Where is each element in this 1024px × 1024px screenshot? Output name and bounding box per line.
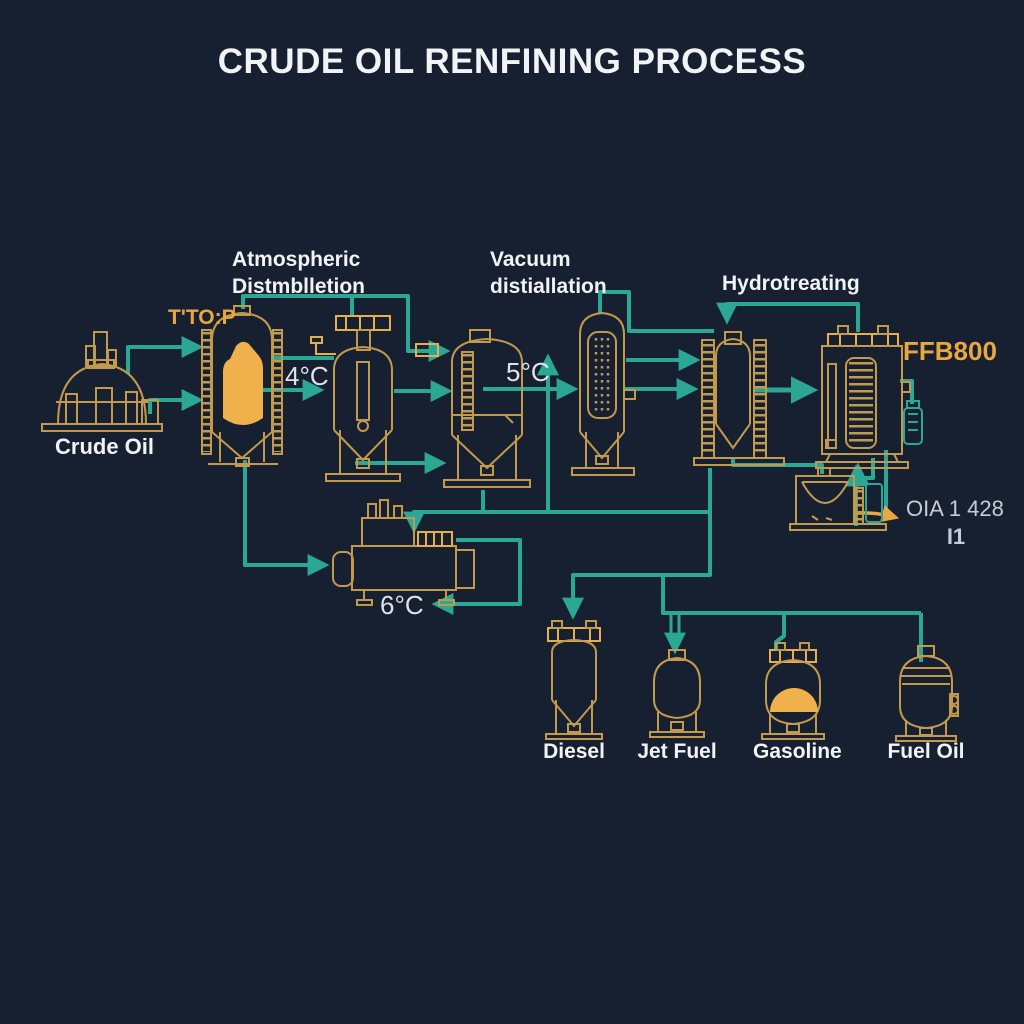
vacuum-column-icon [571,311,636,476]
unit-code-label: FFB800 [903,336,997,366]
heat-exchanger-icon [332,499,475,606]
crude-oil-label: Crude Oil [55,434,155,459]
pipe-exchanger-6c-return [431,538,522,615]
jet-fuel-label: Jet Fuel [637,740,717,763]
pipe-product-manifold [661,575,921,615]
feed-code-label: T'TO:P [168,306,236,329]
vacuum-distillation-label-line2: distiallation [490,275,607,298]
hydrotreating-label: Hydrotreating [722,272,860,295]
fractionator-column-icon [415,329,531,488]
hydrotreater-icon [693,331,785,466]
temp-exchanger-label: 6°C [380,590,424,620]
temp-vacuum-label: 5°C [506,357,550,387]
vacuum-distillation-label: Vacuum distiallation [490,246,607,300]
fuel-oil-label: Fuel Oil [887,740,965,763]
jet-fuel-tank-icon [649,649,705,738]
crude-oil-furnace-icon [41,331,163,432]
reactor-icon [815,325,911,469]
pipe-crude-to-atmospheric-top [126,336,204,374]
output-code-label: OIA 1 428 [906,496,1004,521]
atmospheric-column-icon [201,305,283,467]
pipe-to-diesel [562,512,712,620]
output-code-label2: I1 [946,524,966,549]
stripper-column-icon [310,315,401,482]
pipe-recycle-to-hydrotreater [716,302,860,332]
pipe-atmospheric-overhead [241,294,354,315]
atmospheric-distillation-label: Atmospheric Distmblletion [232,246,365,300]
gasoline-label: Gasoline [753,740,842,763]
temp-atmospheric-label: 4°C [285,361,329,391]
diesel-label: Diesel [543,740,605,763]
diesel-tank-icon [545,620,603,740]
flash-drum-icon [903,400,923,445]
page-title: CRUDE OIL RENFINING PROCESS [217,42,807,81]
pipe-vacuum-vent [598,290,714,333]
separator-drum-icon [789,467,887,531]
pipe-to-gasoline [774,613,786,650]
vacuum-distillation-label-line1: Vacuum [490,248,571,271]
pipe-overhead-to-fractionator [352,294,451,362]
gasoline-tank-icon [761,642,825,740]
atmospheric-distillation-label-line2: Distmblletion [232,275,366,298]
pipe-atmospheric-residue [243,460,330,576]
atmospheric-distillation-label-line1: Atmospheric [232,248,361,271]
fuel-oil-tank-icon [895,645,959,742]
